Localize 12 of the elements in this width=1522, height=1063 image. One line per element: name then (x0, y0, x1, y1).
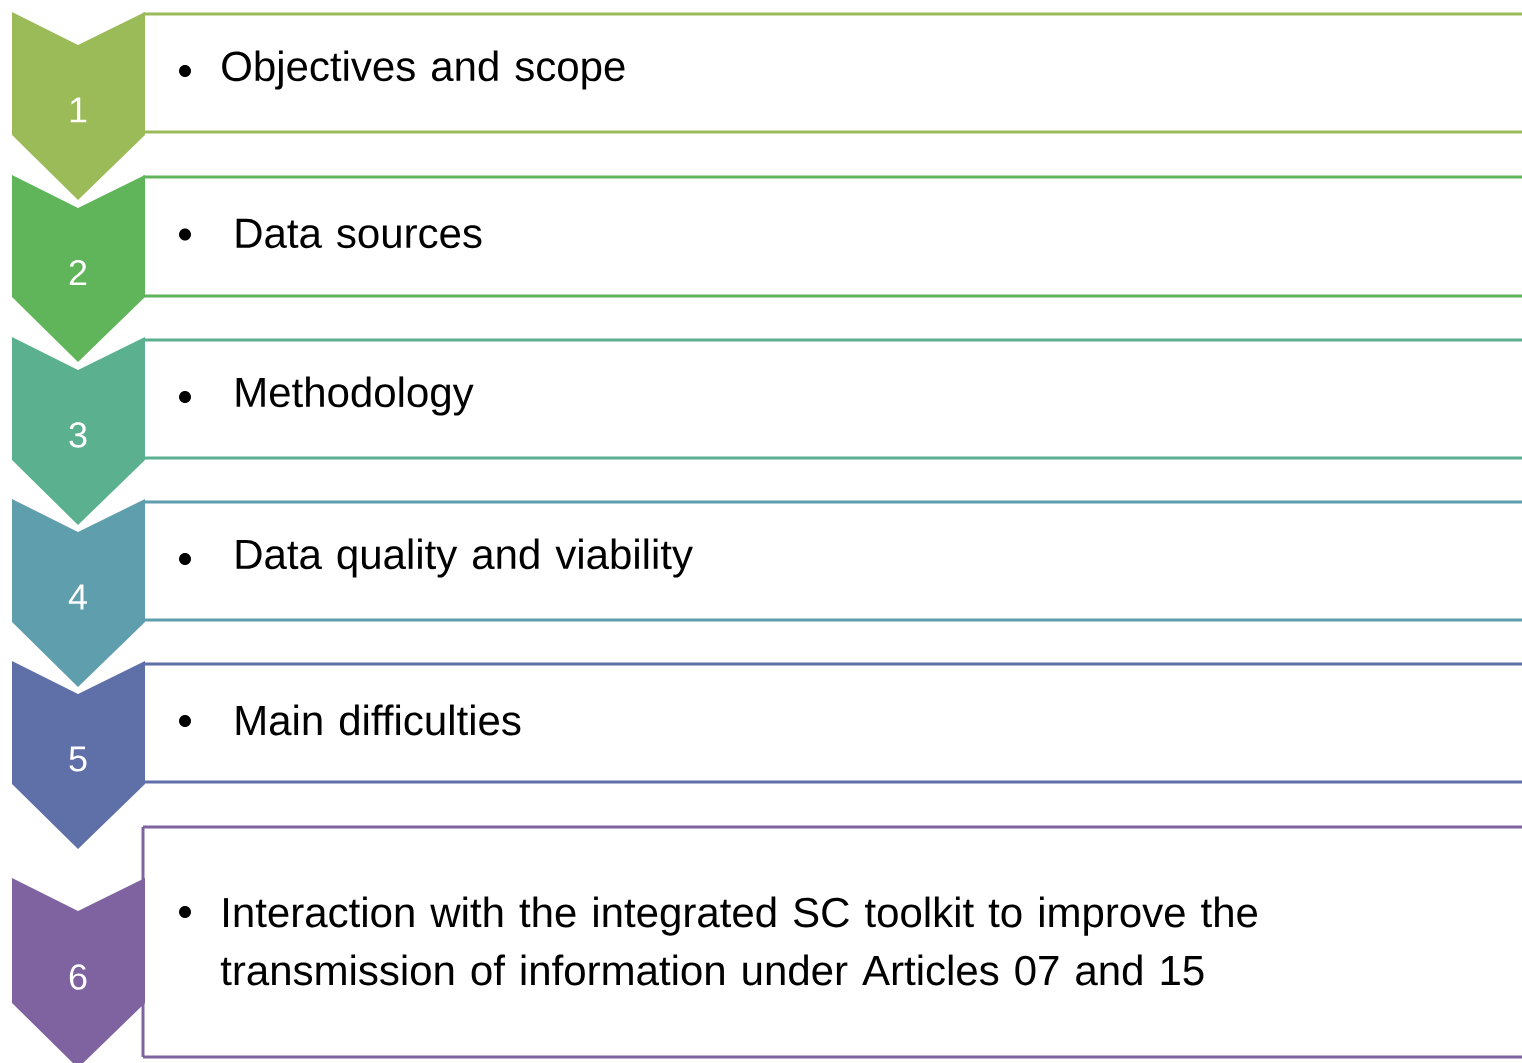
text-box: Data quality and viability (143, 500, 1522, 622)
text-box: Objectives and scope (143, 12, 1522, 134)
node-label: Objectives and scope (222, 50, 625, 90)
node-label: Interaction with the integrated SC toolkit to improve the transmission of information under Articles 07 and 15 (220, 896, 1258, 986)
text-box: Methodology (143, 338, 1522, 460)
text-box: Main difficulties (143, 662, 1522, 784)
node-label: Data sources (236, 218, 482, 249)
text-box: Interaction with the integrated SC toolkit to improve the transmission of information under Articles 07 and 15 (141, 825, 1522, 1059)
text-box: Data sources (143, 175, 1522, 298)
node-label: Methodology (236, 376, 474, 416)
node-label: Main difficulties (236, 704, 521, 736)
node-label: Data quality and viability (236, 538, 693, 578)
